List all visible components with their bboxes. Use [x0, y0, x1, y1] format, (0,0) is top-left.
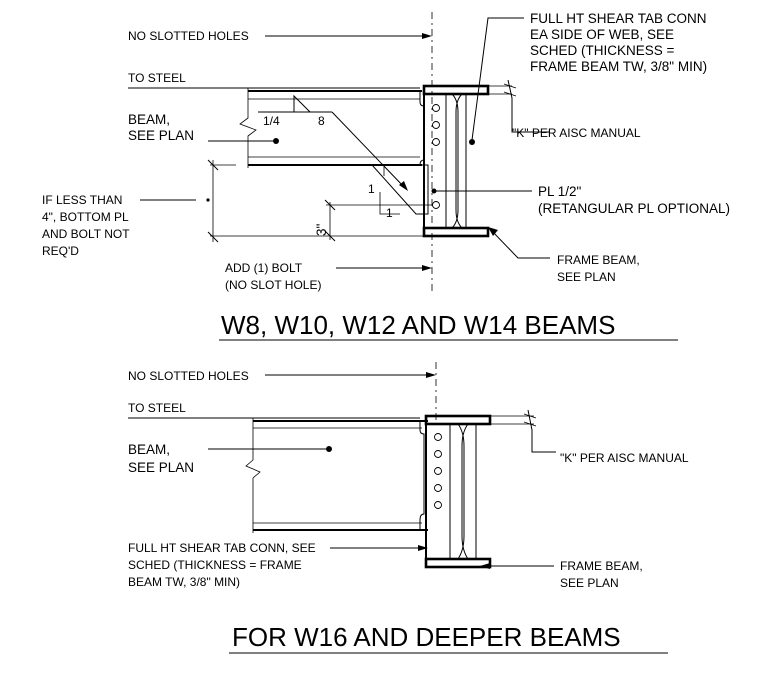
bottom-bolt-3 [434, 467, 442, 475]
top-add-bolt-line2: (NO SLOT HOLE) [225, 278, 321, 292]
top-if-less-line4: REQ'D [42, 244, 79, 258]
top-bottom-plate-bolt [432, 201, 440, 209]
detail-bottom: NO SLOTTED HOLES TO STEEL BEAM, SEE PLAN [128, 362, 689, 654]
bottom-k-dimension [490, 409, 556, 453]
detail-top: NO SLOTTED HOLES TO STEEL 1/4 8 BEAM, [42, 11, 730, 341]
top-weld-size: 1/4 [263, 114, 280, 128]
bottom-frame-beam-line2: SEE PLAN [560, 576, 619, 590]
top-dim-3in: 3" [314, 223, 329, 236]
bottom-shear-tab-line3: BEAM TW, 3/8" MIN) [128, 575, 240, 589]
bottom-frame-beam [424, 414, 492, 569]
top-weld-length: 8 [318, 114, 325, 128]
top-bolt-1 [432, 104, 440, 112]
bottom-beam [245, 418, 428, 533]
top-bolt-3 [432, 138, 440, 146]
top-left-dimensions [207, 159, 432, 243]
top-to-steel-note: TO STEEL [128, 71, 186, 85]
top-k-dimension [488, 79, 550, 133]
top-no-slotted-arrowhead [422, 33, 432, 39]
top-no-slotted-holes-note: NO SLOTTED HOLES [128, 29, 249, 43]
top-bolt-2 [432, 121, 440, 129]
top-detail-title: W8, W10, W12 AND W14 BEAMS [221, 310, 615, 340]
top-if-less-leader-dot [206, 198, 210, 202]
top-slope-1a: 1 [368, 182, 375, 196]
top-add-bolt-line1: ADD (1) BOLT [225, 261, 303, 275]
bottom-shear-tab-line2: SCHED (THICKNESS = FRAME [128, 558, 302, 572]
bottom-shear-tab-bolts [434, 433, 442, 509]
top-bottom-plate [370, 164, 440, 215]
top-if-less-line2: 4", BOTTOM PL [42, 210, 129, 224]
bottom-beam-label-line2: SEE PLAN [128, 460, 194, 475]
top-frame-beam-line1: FRAME BEAM, [557, 253, 640, 267]
top-if-less-line3: AND BOLT NOT [42, 227, 130, 241]
bottom-bolt-1 [434, 433, 442, 441]
top-frame-beam [422, 84, 490, 238]
top-k-note: "K" PER AISC MANUAL [512, 126, 641, 140]
bottom-frame-beam-line1: FRAME BEAM, [560, 559, 643, 573]
top-shear-tab-leader-dot [469, 139, 475, 145]
top-pl-line2: (RETANGULAR PL OPTIONAL) [538, 201, 730, 216]
bottom-shear-tab-line1: FULL HT SHEAR TAB CONN, SEE [128, 541, 316, 555]
top-beam-label-line2: SEE PLAN [128, 128, 194, 143]
top-shear-tab-leader [471, 17, 524, 141]
bottom-beam-leader-dot [326, 446, 332, 452]
bottom-detail-title: FOR W16 AND DEEPER BEAMS [232, 622, 621, 652]
bottom-bolt-5 [434, 501, 442, 509]
bottom-bolt-4 [434, 484, 442, 492]
top-frame-beam-line2: SEE PLAN [557, 270, 616, 284]
bottom-no-slotted-holes-note: NO SLOTTED HOLES [128, 369, 249, 383]
top-shear-tab-line2: EA SIDE OF WEB, SEE [530, 27, 674, 42]
top-slope-1b: 1 [386, 206, 393, 220]
top-slope-mark: 1 1 [368, 182, 400, 220]
bottom-beam-label-line1: BEAM, [128, 442, 170, 457]
top-beam-label-line1: BEAM, [128, 112, 170, 127]
top-beam-leader-dot [273, 138, 279, 144]
top-frame-beam-leader [490, 229, 550, 259]
top-pl-line1: PL 1/2" [538, 184, 582, 199]
top-if-less-line1: IF LESS THAN [42, 193, 122, 207]
top-shear-tab-line3: SCHED (THICKNESS = [530, 43, 675, 58]
bottom-k-note: "K" PER AISC MANUAL [560, 451, 689, 465]
top-shear-tab-line1: FULL HT SHEAR TAB CONN [530, 11, 707, 26]
bottom-bolt-2 [434, 450, 442, 458]
top-pl-leader-dot [431, 188, 437, 194]
top-shear-tab-line4: FRAME BEAM TW, 3/8" MIN) [530, 59, 707, 74]
top-weld-symbol: 1/4 8 [258, 94, 408, 191]
top-beam [239, 88, 425, 168]
top-shear-tab-bolts [432, 104, 440, 146]
bottom-to-steel-note: TO STEEL [128, 401, 186, 415]
